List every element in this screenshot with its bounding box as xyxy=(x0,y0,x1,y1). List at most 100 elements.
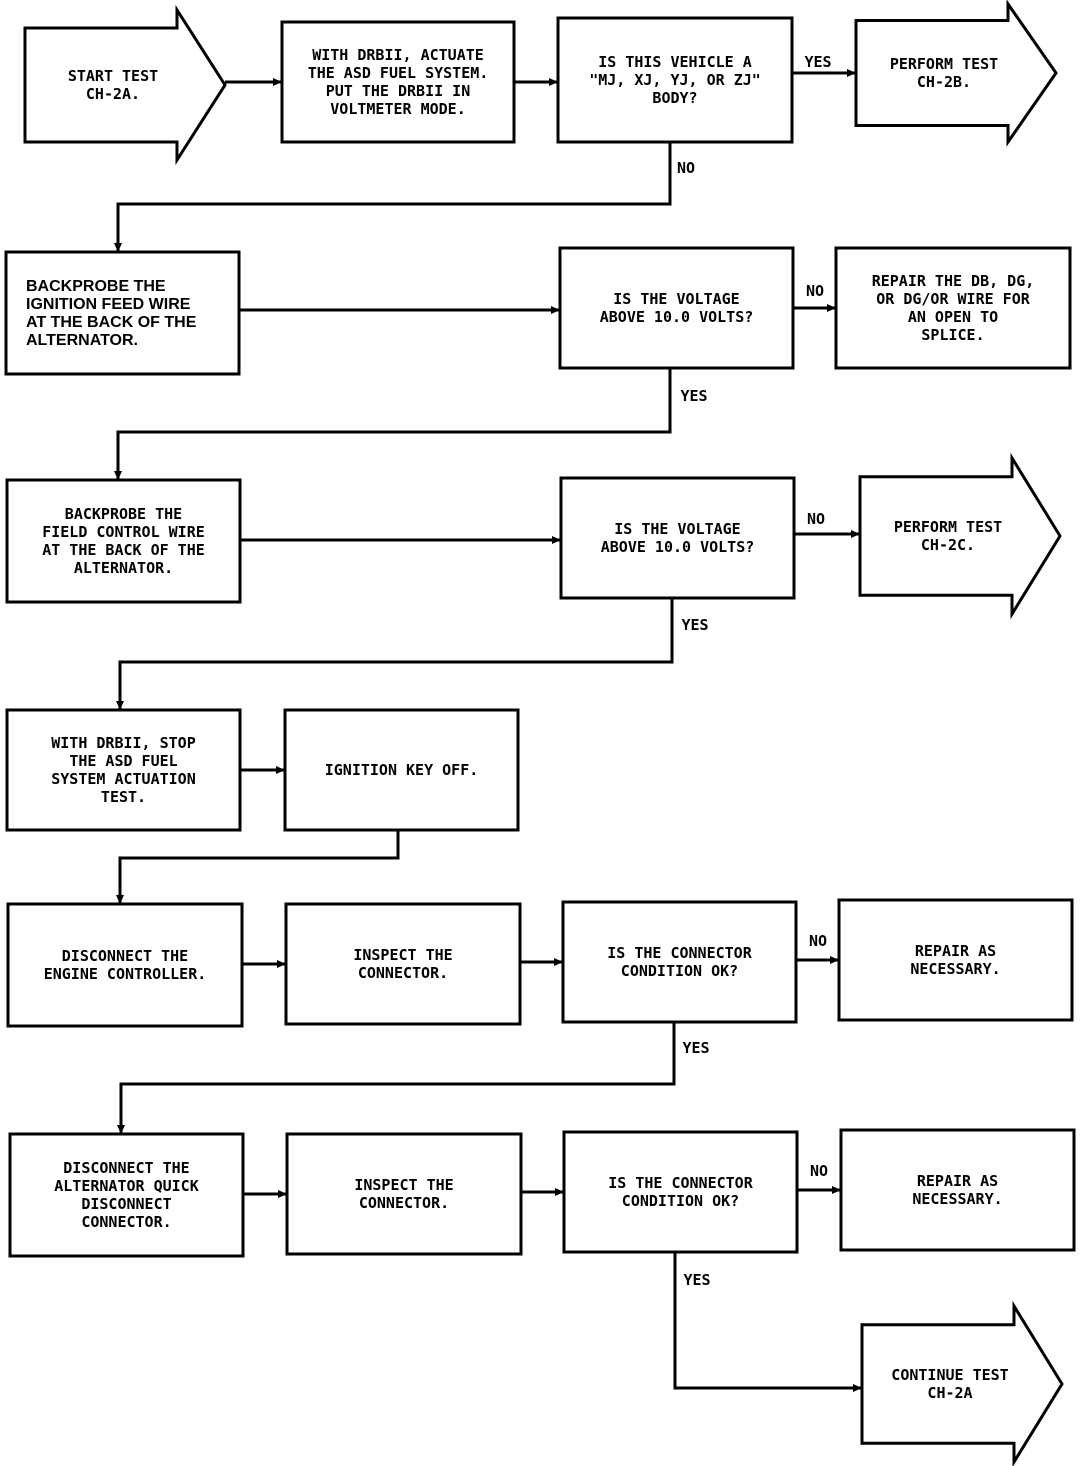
node-text-line: NECESSARY. xyxy=(912,1190,1002,1208)
node-q-body: IS THIS VEHICLE A"MJ, XJ, YJ, OR ZJ"BODY… xyxy=(556,16,794,144)
node-text-line: BODY? xyxy=(652,89,697,107)
terminal-arrow-shape xyxy=(860,1300,1064,1466)
edge-label-no: NO xyxy=(807,510,825,528)
edge-label-yes: YES xyxy=(804,53,831,71)
node-text-line: CH-2B. xyxy=(917,73,971,91)
edge-conn1-yes-to-disc-alt xyxy=(117,1022,676,1134)
edge-key-off-to-disc-eng xyxy=(116,830,400,904)
node-text-line: CH-2A. xyxy=(86,85,140,103)
node-text-line: REPAIR THE DB, DG, xyxy=(872,272,1035,290)
process-box xyxy=(8,1132,245,1258)
node-text-line: CONNECTOR. xyxy=(81,1213,171,1231)
edge-actuate-to-body xyxy=(514,78,558,86)
terminal-arrow-shape xyxy=(23,4,227,166)
edge-volt1-no-to-repair xyxy=(793,304,836,312)
node-text-line: AT THE BACK OF THE xyxy=(42,541,205,559)
edge-conn2-yes-to-continue xyxy=(673,1252,862,1392)
node-text-line: WITH DRBII, STOP xyxy=(51,734,196,752)
node-text-line: IGNITION KEY OFF. xyxy=(325,761,479,779)
node-text-line: IS THE CONNECTOR xyxy=(607,944,752,962)
edge-bp-field-to-volt2 xyxy=(240,536,561,544)
node-text-line: PUT THE DRBII IN xyxy=(326,82,471,100)
node-text-line: VOLTMETER MODE. xyxy=(330,100,465,118)
arrowhead xyxy=(832,1186,841,1194)
connector-layer xyxy=(114,69,862,1392)
arrowhead xyxy=(116,895,124,904)
node-text-line: BACKPROBE THE xyxy=(26,278,166,295)
node-text-line: IGNITION FEED WIRE xyxy=(26,296,191,313)
edge-conn1-no-to-repair1 xyxy=(796,956,839,964)
node-key-off: IGNITION KEY OFF. xyxy=(283,708,520,832)
node-text-line: CONTINUE TEST xyxy=(891,1366,1008,1384)
edge-volt2-no-to-2c xyxy=(794,530,860,538)
edge-volt2-yes-to-drb-stop xyxy=(116,598,674,710)
edge-label-no: NO xyxy=(677,159,695,177)
node-text-line: ABOVE 10.0 VOLTS? xyxy=(601,538,755,556)
arrowhead xyxy=(853,1384,862,1392)
edge-body-no-to-bp-ign xyxy=(114,142,672,252)
node-text-line: ABOVE 10.0 VOLTS? xyxy=(600,308,754,326)
node-text-line: START TEST xyxy=(68,67,158,85)
arrowhead xyxy=(549,78,558,86)
arrowhead xyxy=(827,304,836,312)
process-box xyxy=(285,1132,523,1256)
edge-drb-stop-to-key-off xyxy=(240,766,285,774)
arrowhead xyxy=(554,958,563,966)
process-box xyxy=(561,900,798,1024)
edge-label-yes: YES xyxy=(681,616,708,634)
edge-label-no: NO xyxy=(810,1162,828,1180)
arrowhead xyxy=(114,243,122,252)
node-text-line: ALTERNATOR. xyxy=(26,332,138,349)
process-box xyxy=(6,902,244,1028)
node-text-line: CONNECTOR. xyxy=(359,1194,449,1212)
edge-volt1-yes-to-bp-field xyxy=(114,368,672,480)
terminal-arrow-shape xyxy=(858,452,1062,620)
edge-disc-eng-to-insp1 xyxy=(242,960,286,968)
process-box xyxy=(5,478,242,604)
arrowhead xyxy=(551,306,560,314)
node-text-line: OR DG/OR WIRE FOR xyxy=(876,290,1030,308)
process-box xyxy=(562,1130,799,1254)
node-text-line: CH-2C. xyxy=(921,536,975,554)
edge-label-no: NO xyxy=(809,932,827,950)
node-text-line: "MJ, XJ, YJ, OR ZJ" xyxy=(589,71,761,89)
process-box xyxy=(837,898,1074,1022)
edge-disc-alt-to-insp2 xyxy=(243,1190,287,1198)
edge-label-no: NO xyxy=(806,282,824,300)
edge-insp2-to-conn2 xyxy=(521,1188,564,1196)
terminal-arrow-shape xyxy=(854,0,1058,147)
node-text-line: THE ASD FUEL xyxy=(69,752,177,770)
arrowhead xyxy=(116,701,124,710)
node-text-line: CONNECTOR. xyxy=(358,964,448,982)
node-text-line: SPLICE. xyxy=(921,326,984,344)
process-box xyxy=(283,708,520,832)
process-box xyxy=(280,20,516,144)
arrowhead xyxy=(276,766,285,774)
process-box xyxy=(4,250,241,376)
node-text-line: AN OPEN TO xyxy=(908,308,998,326)
arrowhead xyxy=(847,69,856,77)
node-text-line: WITH DRBII, ACTUATE xyxy=(312,46,484,64)
node-text-line: ALTERNATOR QUICK xyxy=(54,1177,199,1195)
node-text-line: THE ASD FUEL SYSTEM. xyxy=(308,64,489,82)
process-box xyxy=(558,246,795,370)
process-box xyxy=(556,16,794,144)
node-text-line: IS THE VOLTAGE xyxy=(613,290,739,308)
node-text-line: ENGINE CONTROLLER. xyxy=(44,965,207,983)
node-text-line: CH-2A xyxy=(927,1384,972,1402)
node-text-line: INSPECT THE xyxy=(353,946,452,964)
